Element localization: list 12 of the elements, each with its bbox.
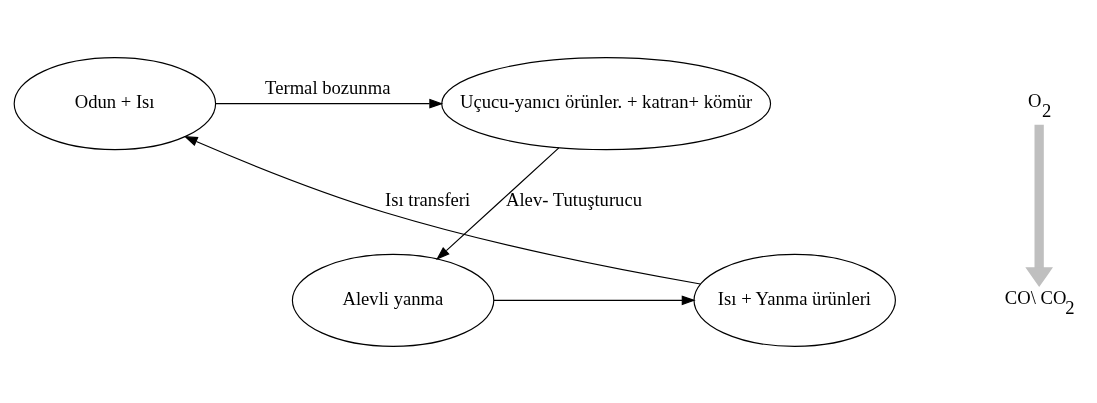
arrow: [215, 98, 444, 109]
arrow: [183, 135, 701, 285]
node-ellipse: Isı + Yanma ürünleri: [693, 253, 896, 347]
node-ellipse: Alevli yanma: [291, 253, 495, 347]
edge-label: Alev- Tutuşturucu: [506, 188, 642, 210]
node-ellipse: Uçucu-yanıcı örünler. + katran+ kömür: [441, 56, 772, 150]
edge-label: Isı transferi: [384, 188, 471, 210]
arrow: [1025, 124, 1053, 287]
node-ellipse: Odun + Isı: [13, 56, 217, 150]
arrow: [493, 294, 696, 305]
arrow: [436, 146, 560, 260]
edge-label: Termal bozunma: [265, 76, 391, 98]
